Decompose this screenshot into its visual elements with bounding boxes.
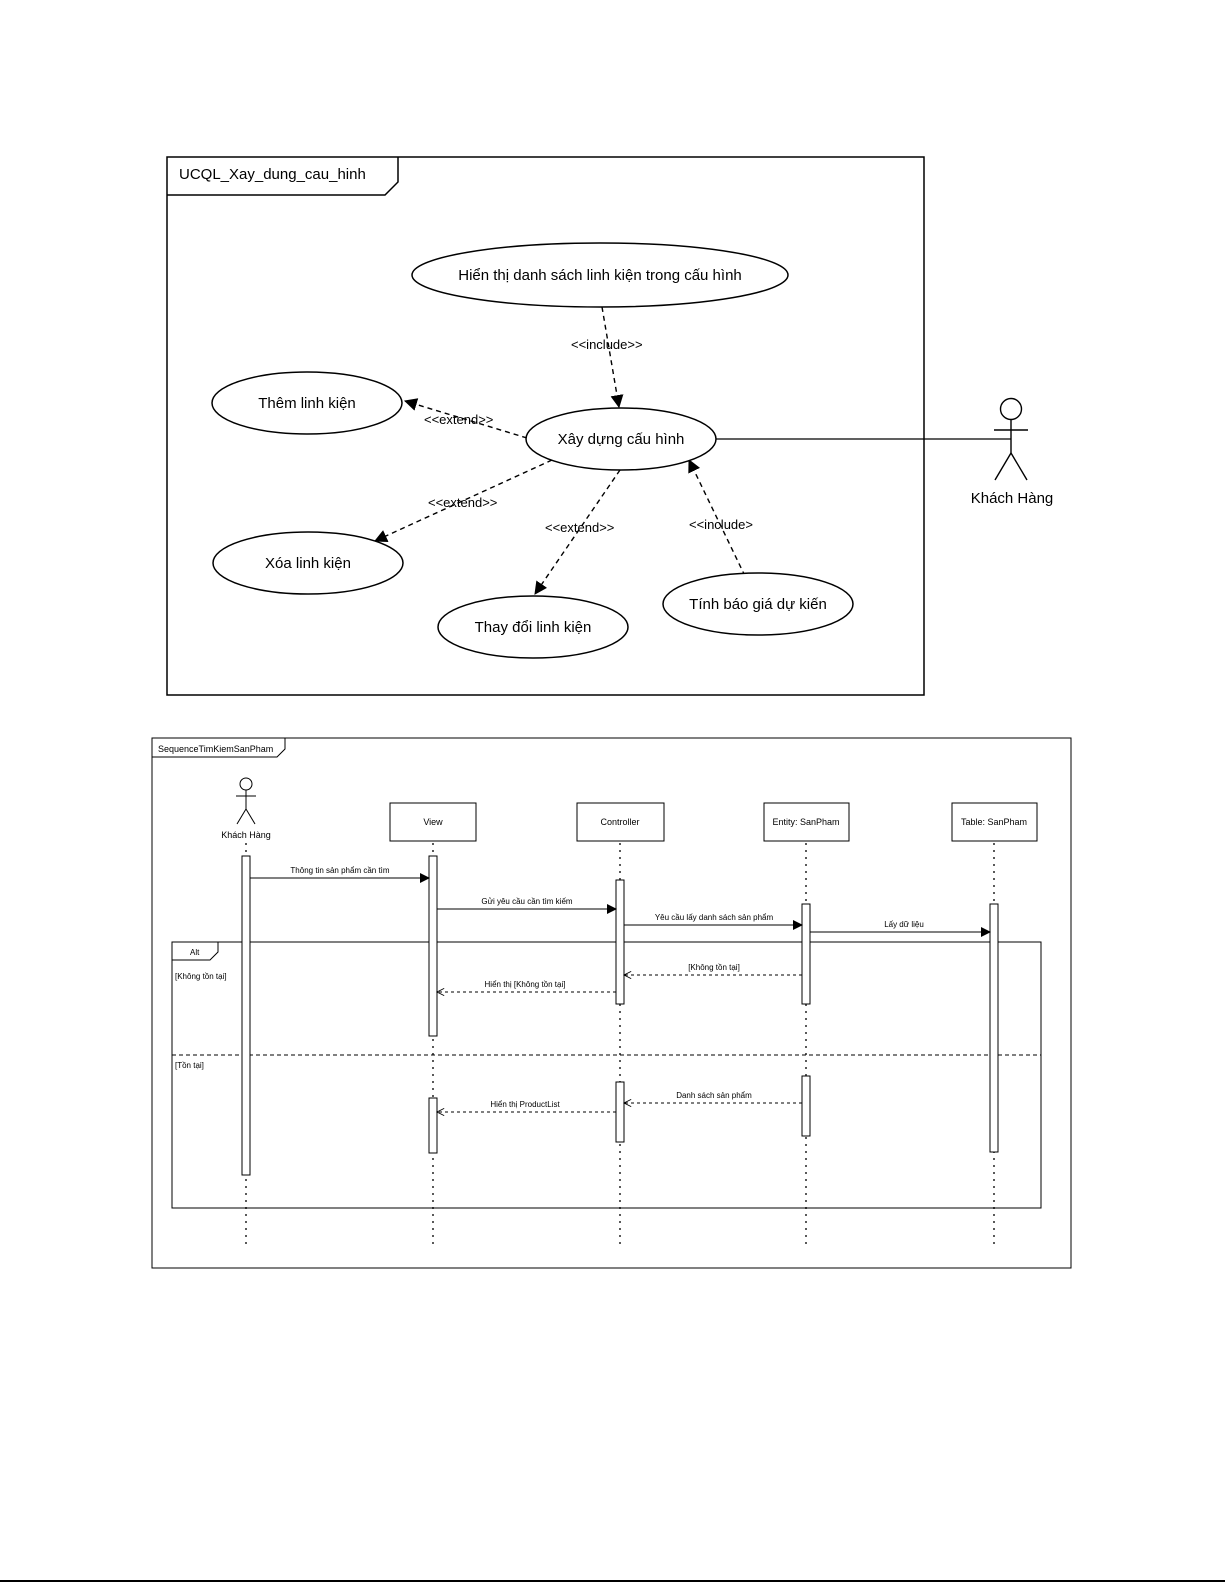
actor-head-icon	[999, 397, 1023, 421]
message-6: Hiển thị [Không tồn tại]	[437, 980, 616, 992]
sequence-frame	[151, 737, 1072, 1269]
svg-text:Table: SanPham: Table: SanPham	[961, 817, 1027, 827]
activation-entity-2	[801, 1075, 811, 1137]
extend-add-label: <<extend>>	[424, 412, 493, 427]
activation-view-2	[428, 1097, 438, 1154]
use-case-change-component: Thay đổi linh kiện	[437, 595, 629, 659]
svg-text:Hiển thị ProductList: Hiển thị ProductList	[490, 1100, 560, 1109]
svg-text:Tính báo giá dự kiến: Tính báo giá dự kiến	[689, 596, 827, 613]
include-price-line	[688, 459, 746, 577]
activation-entity-1	[801, 903, 811, 1005]
svg-text:Thêm linh kiện: Thêm linh kiện	[258, 395, 356, 412]
svg-text:Lấy dữ liệu: Lấy dữ liệu	[884, 920, 924, 929]
svg-text:[Không tồn tại]: [Không tồn tại]	[688, 963, 740, 972]
sequence-frame-title: SequenceTimKiemSanPham	[158, 744, 273, 754]
extend-change-label: <<extend>>	[545, 520, 614, 535]
svg-text:Controller: Controller	[600, 817, 639, 827]
message-3: Yêu cầu lấy danh sách sản phẩm	[624, 913, 803, 930]
svg-text:Gửi yêu cầu cần tìm kiếm: Gửi yêu cầu cần tìm kiếm	[481, 897, 573, 906]
use-case-build-config: Xây dựng cấu hình	[525, 407, 717, 471]
svg-text:Entity: SanPham: Entity: SanPham	[772, 817, 839, 827]
alt-fragment: Alt [Không tồn tại] [Tồn tại]	[171, 941, 1042, 1209]
use-case-delete-component: Xóa linh kiện	[212, 531, 404, 595]
svg-text:Thay đổi linh kiện: Thay đổi linh kiện	[475, 619, 592, 636]
use-case-frame-title: UCQL_Xay_dung_cau_hinh	[179, 166, 366, 183]
extend-add-line	[403, 398, 528, 439]
message-2: Gửi yêu cầu cần tìm kiếm	[437, 897, 617, 914]
message-7: Danh sách sản phẩm	[624, 1091, 802, 1103]
sequence-actor: Khách Hàng	[221, 777, 271, 840]
alt-guard-not-exist: [Không tồn tại]	[175, 972, 227, 981]
extend-change-line	[534, 469, 621, 595]
message-4: Lấy dữ liệu	[810, 920, 991, 937]
activation-view-1	[428, 855, 438, 1037]
svg-text:Thông tin sản phẩm cần tìm: Thông tin sản phẩm cần tìm	[290, 866, 390, 875]
page-bottom-rule	[0, 1580, 1225, 1582]
use-case-add-component: Thêm linh kiện	[211, 371, 403, 435]
activation-controller-2	[615, 1081, 625, 1143]
sequence-frame-tab	[152, 738, 286, 758]
message-8: Hiển thị ProductList	[437, 1100, 616, 1112]
alt-guard-exist: [Tồn tại]	[175, 1061, 204, 1070]
include-price-label: <<include>	[689, 517, 753, 532]
include-top-line	[601, 306, 624, 409]
sequence-actor-label: Khách Hàng	[221, 830, 271, 840]
svg-text:Xây dựng cấu hình: Xây dựng cấu hình	[558, 431, 685, 448]
message-5: [Không tồn tại]	[624, 963, 802, 975]
message-1: Thông tin sản phẩm cần tìm	[250, 866, 430, 883]
activation-bars	[241, 855, 999, 1176]
lifeline-entity-head: Entity: SanPham	[763, 802, 850, 842]
extend-delete-label: <<extend>>	[428, 495, 497, 510]
use-case-display-list: Hiển thị danh sách linh kiện trong cấu h…	[411, 242, 789, 308]
use-case-diagram: UCQL_Xay_dung_cau_hinh <<include>> <<ext…	[166, 156, 1054, 696]
activation-table	[989, 903, 999, 1153]
extend-delete-line	[374, 459, 553, 542]
use-case-estimate-price: Tính báo giá dự kiến	[662, 572, 854, 636]
svg-text:View: View	[423, 817, 443, 827]
svg-text:Yêu cầu lấy danh sách sản phẩm: Yêu cầu lấy danh sách sản phẩm	[655, 913, 774, 922]
svg-text:Hiển thị [Không tồn tại]: Hiển thị [Không tồn tại]	[485, 980, 566, 989]
svg-text:Danh sách sản phẩm: Danh sách sản phẩm	[676, 1091, 752, 1100]
sequence-diagram: SequenceTimKiemSanPham Khách Hàng View C…	[151, 737, 1072, 1269]
lifeline-view-head: View	[389, 802, 477, 842]
lifeline-controller-head: Controller	[576, 802, 665, 842]
activation-controller-1	[615, 879, 625, 1005]
activation-actor	[241, 855, 251, 1176]
lifeline-table-head: Table: SanPham	[951, 802, 1038, 842]
use-case-frame-tab	[167, 157, 399, 196]
alt-fragment-label: Alt	[190, 948, 200, 957]
use-case-actor: Khách Hàng	[971, 397, 1054, 507]
use-case-actor-label: Khách Hàng	[971, 490, 1054, 507]
svg-text:Xóa linh kiện: Xóa linh kiện	[265, 555, 351, 572]
include-top-label: <<include>>	[571, 337, 643, 352]
svg-text:Hiển thị danh sách linh kiện t: Hiển thị danh sách linh kiện trong cấu h…	[458, 267, 742, 284]
use-case-frame	[166, 156, 925, 696]
sequence-actor-head-icon	[239, 777, 253, 791]
